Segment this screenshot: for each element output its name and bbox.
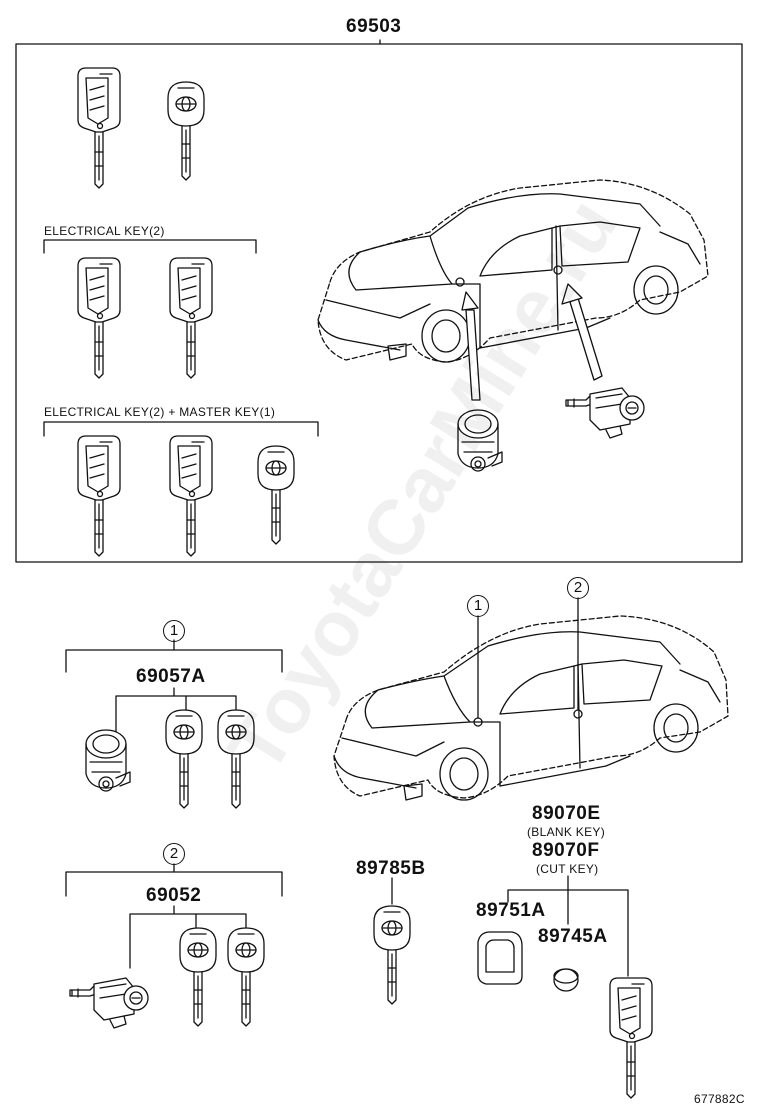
remote-key bbox=[169, 257, 213, 379]
ignition-cylinder bbox=[85, 729, 131, 792]
group-label-electrical-master-key: ELECTRICAL KEY(2) + MASTER KEY(1) bbox=[44, 405, 276, 419]
note-blank-key: (BLANK KEY) bbox=[527, 825, 605, 839]
note-cut-key: (CUT KEY) bbox=[536, 862, 599, 876]
door-lock-cylinder bbox=[69, 977, 149, 1029]
master-key bbox=[257, 445, 295, 545]
ignition-cylinder bbox=[457, 409, 503, 472]
arrow-door-head bbox=[562, 284, 582, 304]
key-case-inner bbox=[486, 940, 514, 972]
arrow-ignition-shaft bbox=[466, 310, 480, 400]
car-illustration bbox=[334, 616, 728, 800]
master-key bbox=[179, 927, 217, 1027]
bracket-electrical-master-key bbox=[44, 422, 318, 436]
remote-key bbox=[77, 435, 121, 557]
master-key bbox=[373, 905, 411, 1005]
part-number-89785B: 89785B bbox=[356, 858, 426, 879]
remote-key bbox=[609, 977, 653, 1099]
leader-89070 bbox=[508, 876, 628, 976]
master-key bbox=[217, 709, 255, 809]
master-key bbox=[165, 709, 203, 809]
remote-key bbox=[77, 257, 121, 379]
callout-2: 2 bbox=[567, 577, 589, 599]
master-key bbox=[227, 927, 265, 1027]
diagram-code: 677882C bbox=[694, 1092, 745, 1106]
callout-1: 1 bbox=[163, 620, 185, 642]
part-number-69503: 69503 bbox=[346, 16, 402, 37]
leader-69057A bbox=[116, 688, 236, 740]
battery bbox=[554, 969, 578, 991]
remote-key bbox=[169, 435, 213, 557]
part-number-89070F: 89070F bbox=[532, 840, 600, 861]
remote-key bbox=[77, 67, 121, 189]
part-number-89751A: 89751A bbox=[476, 900, 546, 921]
door-lock-cylinder bbox=[565, 387, 645, 439]
group-label-electrical-key: ELECTRICAL KEY(2) bbox=[44, 224, 165, 238]
leader-69052 bbox=[130, 906, 246, 968]
car-illustration bbox=[318, 180, 708, 362]
group-box-69503 bbox=[16, 44, 742, 562]
arrow-door bbox=[570, 298, 602, 380]
part-number-89070E: 89070E bbox=[532, 803, 601, 824]
callout-2: 2 bbox=[163, 843, 185, 865]
part-number-69057A: 69057A bbox=[136, 666, 206, 687]
bracket-electrical-key bbox=[44, 240, 256, 253]
part-number-89745A: 89745A bbox=[538, 926, 608, 947]
battery-top bbox=[554, 969, 578, 983]
callout-1: 1 bbox=[467, 595, 489, 617]
master-key bbox=[167, 81, 205, 181]
key-case bbox=[478, 932, 522, 984]
part-number-69052: 69052 bbox=[146, 885, 202, 906]
